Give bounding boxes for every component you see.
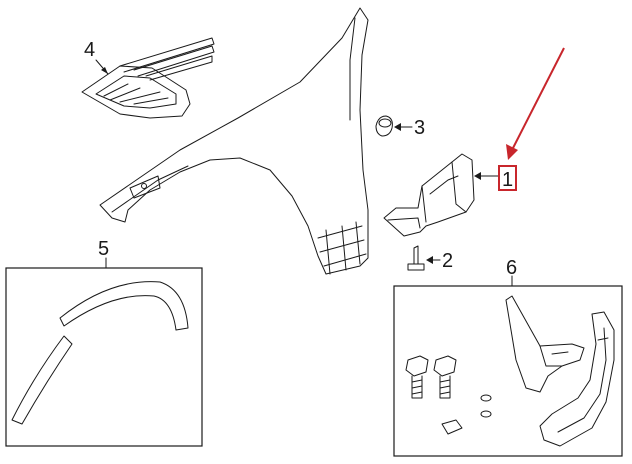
highlight-arrow <box>506 47 565 160</box>
box-wheel-arch-molding <box>5 267 203 447</box>
callout-3: 3 <box>414 117 425 139</box>
callout-6: 6 <box>506 257 517 279</box>
callout-5: 5 <box>98 238 109 260</box>
mud-flap-rear-part <box>539 311 615 447</box>
box-mud-flap-kit <box>393 285 623 457</box>
fender-panel <box>99 7 369 275</box>
clip-part <box>375 115 413 137</box>
splash-shield-part <box>383 153 499 237</box>
screw-part <box>407 245 441 271</box>
callout-4: 4 <box>84 39 95 61</box>
hardware-bolts-part <box>405 355 492 435</box>
wheel-arch-molding-part <box>11 281 189 425</box>
mud-flap-front-part <box>505 295 585 393</box>
callout-2: 2 <box>442 250 453 272</box>
side-vent-part <box>81 37 215 119</box>
callout-1-highlight-box <box>498 165 517 191</box>
callout-1: 1 <box>502 169 513 191</box>
